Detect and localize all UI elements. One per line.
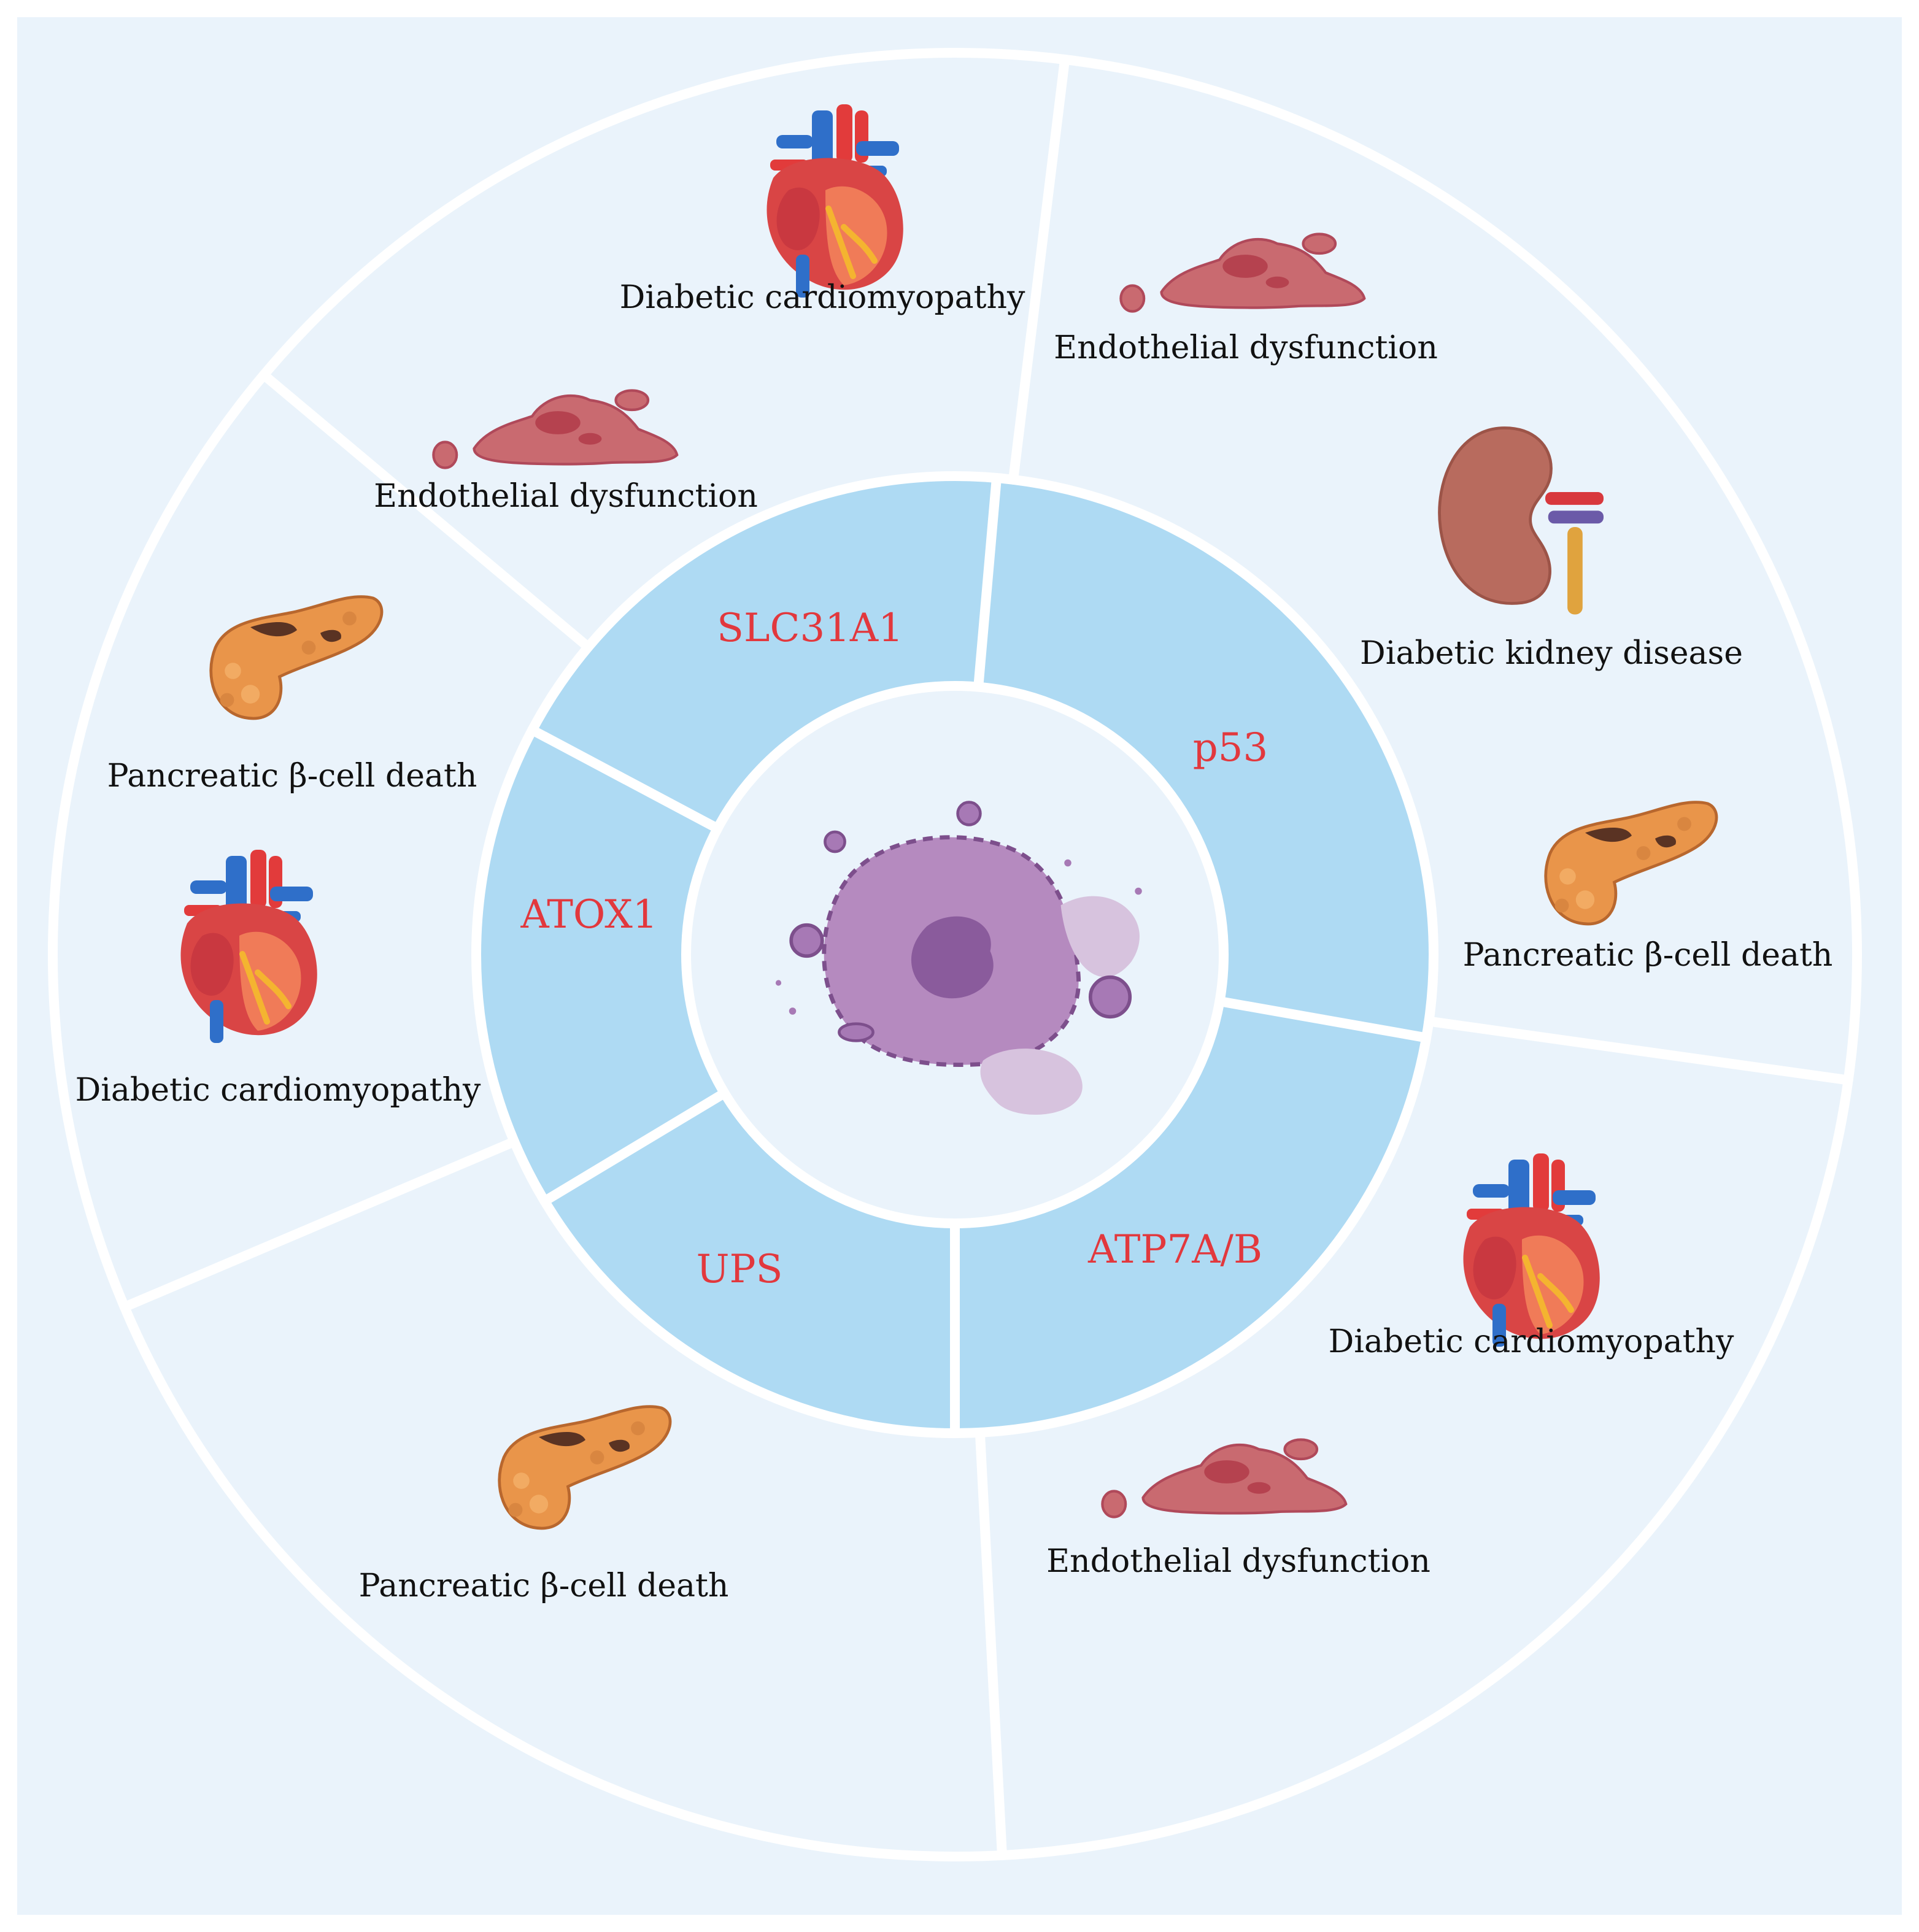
gene-ring-divider [973,472,1002,692]
disease-label: Pancreatic β-cell death [107,758,477,795]
disease-label: Diabetic kidney disease [1360,635,1743,672]
gene-label-p53: p53 [1193,725,1268,771]
disease-label: Pancreatic β-cell death [1463,937,1833,974]
outer-ring-divider [258,370,593,652]
disease-label: Endothelial dysfunction [374,478,758,515]
outer-ring-divider [975,1427,1007,1860]
gene-label-atox1: ATOX1 [520,892,657,937]
gene-ring-divider [1214,996,1432,1043]
disease-label: Diabetic cardiomyopathy [1329,1323,1734,1360]
disease-label: Endothelial dysfunction [1046,1543,1431,1580]
outer-ring-divider [1424,1016,1853,1085]
gene-label-atp7ab: ATP7A/B [1087,1227,1262,1272]
outer-ring-divider [1008,54,1070,485]
disease-label: Endothelial dysfunction [1054,329,1438,366]
disease-label: Diabetic cardiomyopathy [620,279,1025,316]
disease-label: Diabetic cardiomyopathy [75,1072,481,1109]
gene-label-slc31a1: SLC31A1 [717,606,903,651]
gene-ring-divider [527,725,723,834]
outer-ring-divider [119,1136,520,1312]
gene-label-ups: UPS [697,1247,783,1292]
outer-ring-border [48,48,1862,1861]
ring-dividers [119,54,1853,1860]
disease-label: Pancreatic β-cell death [359,1568,729,1604]
gene-ring-divider [539,1088,730,1206]
